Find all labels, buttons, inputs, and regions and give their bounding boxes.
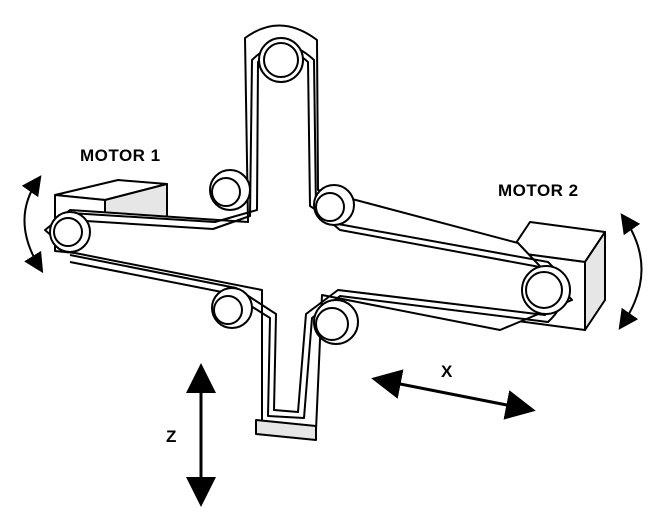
pulley-motor-1 — [49, 211, 91, 253]
motor-2-label: MOTOR 2 — [498, 181, 579, 200]
x-axis-arrow — [371, 369, 536, 420]
idler-pulley-upper-left — [209, 169, 251, 211]
cross-frame — [44, 24, 573, 431]
motor-2-rotation-arrow — [618, 213, 643, 330]
idler-pulley-lower-right — [313, 299, 359, 345]
motor-1-label: MOTOR 1 — [80, 146, 161, 165]
idler-pulley-upper-right — [313, 184, 355, 226]
pulley-top — [258, 37, 304, 83]
z-axis-label: Z — [166, 427, 177, 446]
motor-1-rotation-arrow — [21, 175, 44, 274]
x-axis-label: X — [441, 362, 453, 381]
pulley-motor-2 — [521, 265, 571, 315]
idler-pulley-lower-left — [211, 287, 253, 329]
z-carriage-end — [255, 419, 317, 441]
